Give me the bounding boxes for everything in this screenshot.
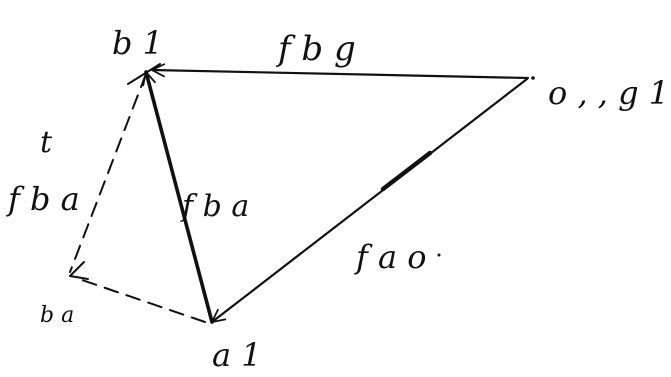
vector-fba-tangential-dashed xyxy=(69,73,147,273)
vertex-ba-label: b a xyxy=(40,303,74,328)
vector-a-to-ba-dashed xyxy=(81,279,206,323)
b1-tick-mark xyxy=(127,63,161,85)
vector-fao-label: f a o xyxy=(354,238,427,276)
vertex-a1-label: a 1 xyxy=(212,336,262,374)
vector-fbg-line xyxy=(152,70,530,80)
vector-fba-t-label: f b a xyxy=(6,180,80,218)
vector-fao-line xyxy=(212,77,529,322)
og1-point xyxy=(531,76,535,80)
ba-arrowhead xyxy=(69,261,89,280)
vector-fba-line xyxy=(146,72,214,324)
vertex-og1-label: o , , g 1 xyxy=(548,74,669,112)
vector-fao-ink-thick xyxy=(380,150,433,192)
vector-fba-label: f b a xyxy=(180,189,249,224)
vertex-b1-label: b 1 xyxy=(112,24,163,62)
vector-fbg-label: f b g xyxy=(275,29,356,69)
vector-fba-t-superscript: t xyxy=(40,125,53,160)
fao-dot xyxy=(437,253,441,257)
